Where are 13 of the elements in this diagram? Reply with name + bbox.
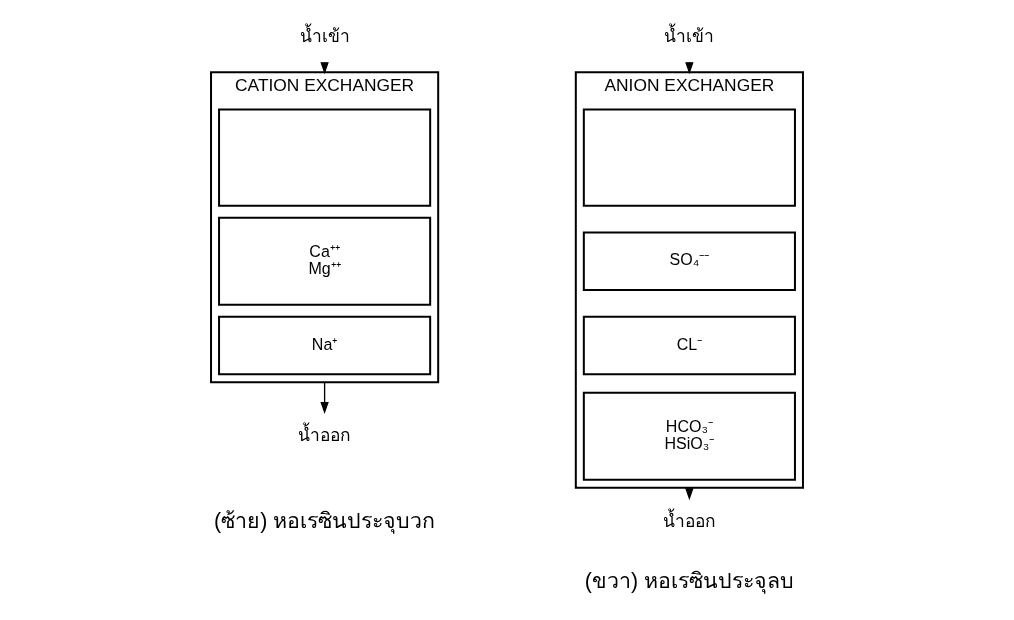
label: (ซ้าย) หอเรซินประจุบวก [214,508,436,533]
node-box: Ca⁺⁺ Mg⁺⁺ [218,216,432,306]
node-text: น้ำเข้า [664,25,715,46]
arrow [320,381,329,414]
node-box: Na⁺ [218,315,432,376]
node-box [218,108,432,207]
node-box: CL⁻ [582,315,796,376]
node-box: SO₄⁻⁻ [582,231,796,291]
label: (ขวา) หอเรซินประจุลบ [584,568,794,593]
node-box [582,108,796,207]
node-text: น้ำเข้า [299,25,350,46]
node-box: HCO₃⁻ HSiO₃⁻ [582,391,796,481]
node-text: น้ำออก [298,424,352,445]
